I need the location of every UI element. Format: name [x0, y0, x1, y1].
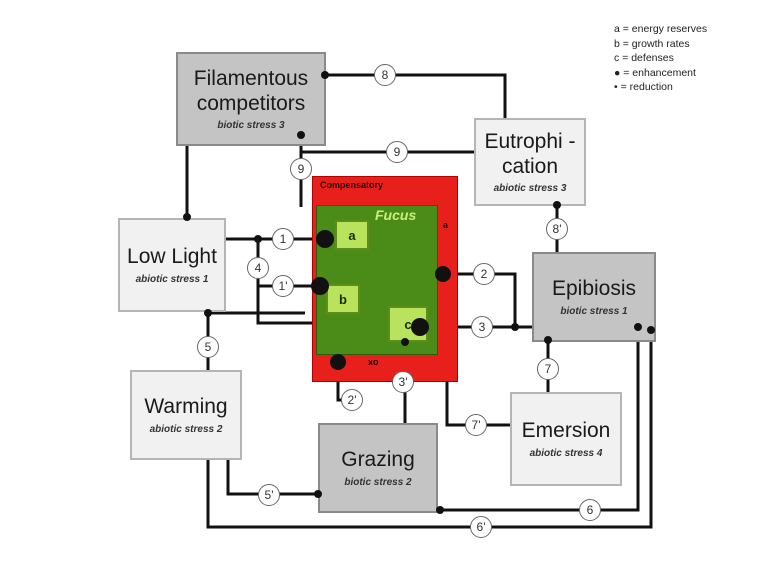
emersion-node: Emersion abiotic stress 4 [510, 392, 622, 486]
interaction-6: 6 [579, 499, 601, 521]
growth-rates-box: b [326, 284, 360, 314]
interaction-2: 2 [473, 263, 495, 285]
interaction-5: 5 [197, 336, 219, 358]
interaction-4: 4 [247, 257, 269, 279]
energy-reserves-box: a [335, 220, 369, 250]
legend-item-enhancement: ● = enhancement [614, 66, 696, 79]
interaction-7: 7 [537, 358, 559, 380]
interaction-1: 1 [272, 228, 294, 250]
compensatory-bottom-label: xo [368, 357, 379, 367]
interaction-2-prime: 2' [341, 389, 363, 411]
low-light-node: Low Light abiotic stress 1 [118, 218, 226, 312]
legend-item-energy: a = energy reserves [614, 23, 708, 35]
filamentous-title: Filamentous competitors [193, 67, 309, 115]
interaction-1-prime: 1' [272, 275, 294, 297]
eutrophication-node: Eutrophi -cation abiotic stress 3 [474, 118, 586, 206]
interaction-9-top: 9 [386, 141, 408, 163]
eutrophication-subtitle: abiotic stress 3 [493, 182, 567, 194]
grazing-node: Grazing biotic stress 2 [318, 423, 438, 513]
interaction-8: 8 [374, 64, 396, 86]
compensatory-side-label: a [443, 220, 449, 230]
interaction-7-prime: 7' [465, 414, 487, 436]
warming-title: Warming [144, 395, 228, 419]
filamentous-competitors-node: Filamentous competitors biotic stress 3 [176, 52, 326, 146]
interaction-9-left: 9 [290, 158, 312, 180]
epibiosis-subtitle: biotic stress 1 [560, 305, 628, 317]
interaction-3-prime: 3' [392, 371, 414, 393]
eutrophication-title: Eutrophi -cation [484, 130, 576, 178]
legend-item-defenses: c = defenses [614, 52, 674, 64]
legend-item-growth: b = growth rates [614, 37, 690, 50]
grazing-subtitle: biotic stress 2 [344, 476, 412, 488]
warming-node: Warming abiotic stress 2 [130, 370, 242, 460]
compensatory-label: Compensatory [320, 180, 384, 190]
emersion-subtitle: abiotic stress 4 [529, 447, 603, 459]
emersion-title: Emersion [521, 419, 611, 443]
low-light-title: Low Light [127, 245, 217, 269]
warming-subtitle: abiotic stress 2 [149, 423, 223, 435]
legend: a = energy reserves b = growth rates c =… [614, 22, 707, 95]
legend-item-reduction: • = reduction [614, 81, 673, 93]
epibiosis-node: Epibiosis biotic stress 1 [532, 252, 656, 342]
interaction-8-prime: 8' [546, 218, 568, 240]
interaction-3: 3 [471, 316, 493, 338]
epibiosis-title: Epibiosis [551, 277, 637, 301]
grazing-title: Grazing [341, 448, 415, 472]
defenses-box: c [388, 306, 428, 342]
fucus-label: Fucus [375, 207, 417, 223]
low-light-subtitle: abiotic stress 1 [135, 273, 209, 285]
filamentous-subtitle: biotic stress 3 [217, 119, 285, 131]
interaction-5-prime: 5' [258, 484, 280, 506]
interaction-6-prime: 6' [470, 516, 492, 538]
